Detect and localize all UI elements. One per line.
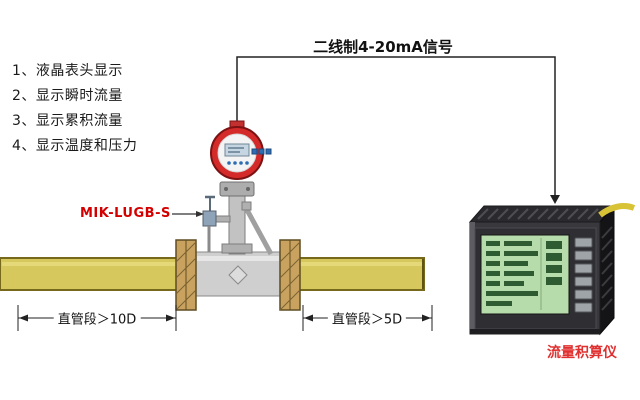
- totalizer-device: [468, 203, 636, 336]
- head-lcd: [224, 143, 250, 157]
- feature-item-3: 3、显示累积流量: [12, 113, 123, 129]
- needle-valve-icon: [202, 195, 231, 252]
- flowmeter-head: [210, 120, 272, 180]
- meter-body: [195, 251, 281, 297]
- flowmeter-transmitter: [202, 181, 274, 256]
- totalizer-screen-rows: [486, 241, 562, 306]
- feature-item-1: 1、液晶表头显示: [12, 63, 123, 79]
- dimension-left-label: 直管段＞10D: [53, 308, 141, 328]
- signal-arrow-icon: [550, 195, 560, 204]
- feature-item-2: 2、显示瞬时流量: [12, 88, 123, 104]
- model-leader-line: [172, 211, 204, 217]
- dimension-right-label: 直管段＞5D: [327, 308, 407, 328]
- signal-wire: [236, 56, 560, 204]
- feature-item-4: 4、显示温度和压力: [12, 138, 138, 154]
- vortex-shedder-icon: [228, 265, 248, 285]
- meter-model-label: MIK-LUGB-S: [80, 206, 171, 221]
- left-flange: [175, 239, 197, 311]
- totalizer-label: 流量积算仪: [547, 345, 617, 361]
- yellow-cable: [598, 203, 636, 218]
- right-flange: [279, 239, 301, 311]
- signal-label: 二线制4-20mA信号: [313, 38, 453, 56]
- totalizer-buttons: [574, 237, 593, 313]
